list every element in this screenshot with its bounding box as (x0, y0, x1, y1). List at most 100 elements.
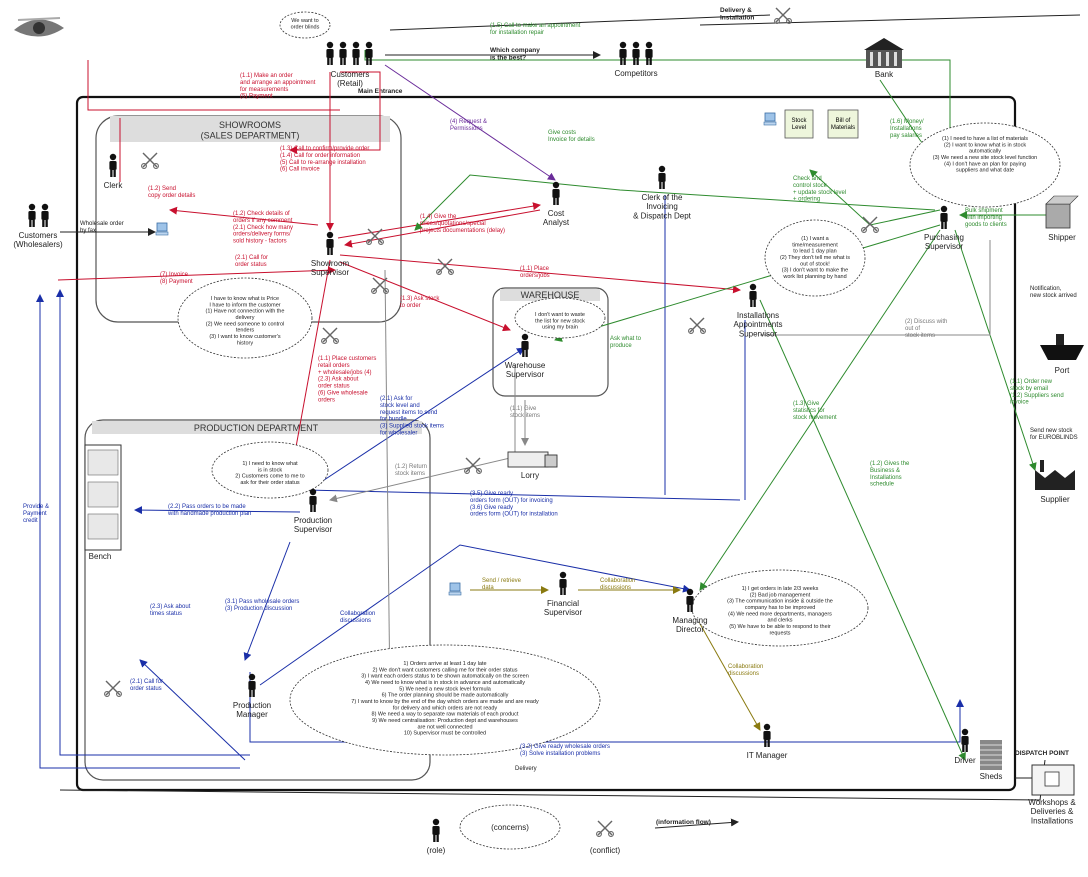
shipper-box-icon: Shipper (1045, 195, 1079, 242)
bench-label: Bench (89, 552, 112, 561)
gray-flows (329, 240, 991, 701)
notification-label: Notification,new stock arrived (1030, 286, 1077, 299)
conflict-scissors-icon (103, 680, 123, 698)
dispatch-point-label: DISPATCH POINT (1015, 750, 1069, 757)
olive-flows (470, 586, 761, 731)
supplier-label: Supplier (1040, 495, 1070, 504)
call-confirm-label: (1.3) Call to confirm/provide order(1.4)… (280, 146, 369, 173)
showroom-computer-icon (155, 222, 169, 236)
clerk-label: Clerk (104, 181, 124, 190)
purchasing-concerns-text: (1) I need to have a list of materials(2… (933, 136, 1037, 174)
warehouse-region: WAREHOUSE (492, 287, 609, 397)
green-flows (364, 50, 1055, 761)
concern-clouds (177, 11, 1061, 850)
competitors-group: Competitors (614, 41, 658, 78)
it-manager-label: IT Manager (747, 751, 788, 760)
eye-logo-icon (14, 17, 64, 37)
port-ship-icon: Port (1040, 334, 1084, 375)
conflict-scissors-icon (687, 317, 707, 335)
legend-concerns-label: (concerns) (491, 823, 529, 832)
workshops-icon: Workshops &Deliveries &Installations (1028, 764, 1076, 825)
invoice-payment-label: (7) Invoice(8) Payment (160, 272, 193, 285)
port-label: Port (1055, 366, 1070, 375)
managing-director-concerns-text: 1) I get orders in late 2/3 weeks(2) Bad… (727, 586, 833, 636)
conflict-scissors-icon (140, 152, 160, 170)
legend-role-label: (role) (427, 846, 446, 855)
showrooms-region: SHOWROOMS(SALES DEPARTMENT) (95, 115, 402, 323)
warehouse-title: WAREHOUSE (521, 290, 580, 300)
legend-role-icon (432, 818, 440, 842)
legend-information-flow-label: (information flow) (656, 819, 711, 826)
red-flows (57, 60, 741, 481)
request-permissions-label: (4) Request &Permissions (450, 119, 487, 132)
driver-role: Driver (954, 728, 976, 765)
bank-icon: Bank (864, 38, 904, 79)
production-region: PRODUCTION DEPARTMENT (84, 419, 431, 781)
shipper-label: Shipper (1048, 233, 1076, 242)
bench-icon: Bench (84, 444, 122, 561)
clerk-role: Clerk (104, 153, 124, 190)
conflict-scissors-icon (435, 258, 455, 276)
conflict-scissors-icon (773, 7, 793, 25)
customers-wholesalers-label: Customers(Wholesalers) (13, 231, 63, 249)
delivery-installation-label: Delivery &Installation (720, 7, 754, 21)
finance-computer-icon (448, 582, 462, 596)
lorry-label: Lorry (521, 471, 539, 480)
workshops-label: Workshops &Deliveries &Installations (1028, 798, 1076, 825)
give-ready-wholesale-label: (3.2) Give ready wholesale orders(3) Sol… (520, 744, 610, 757)
